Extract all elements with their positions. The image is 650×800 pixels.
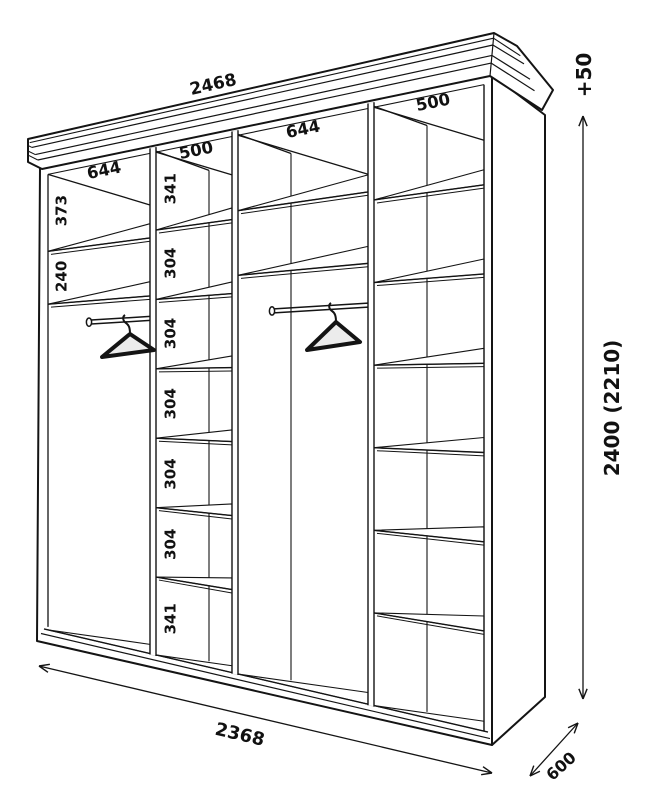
bottom-width-dimension-line-arrow (38, 665, 49, 673)
shelf-thickness-edge (240, 266, 369, 279)
hanging-rod (271, 306, 371, 314)
bottom-width-dimension-line (38, 665, 493, 774)
shelf-gap-label: 373 (52, 195, 70, 226)
height-dimension-line-arrow (578, 688, 584, 700)
shelf-front-edge (155, 292, 233, 301)
shelf-thickness-edge (240, 194, 369, 215)
ceiling-back-edge (47, 173, 151, 206)
shelf-thickness-edge (50, 240, 151, 255)
hanger-hook (328, 302, 337, 323)
shelf-front-edge (155, 218, 233, 231)
crown-extra-label: +50 (572, 53, 596, 98)
crown-step (492, 44, 525, 65)
depth-dimension-line-arrow (573, 722, 579, 734)
crown-return-step (27, 144, 33, 148)
shelf-front-edge (373, 529, 485, 543)
shelf-front-edge (373, 184, 485, 201)
hanger (305, 320, 362, 352)
bottom-width-label: 2368 (213, 719, 267, 751)
crown-molding (27, 32, 554, 170)
shelf-thickness-edge (50, 298, 151, 308)
shelf-front-edge (155, 437, 233, 443)
depth-label: 600 (542, 748, 580, 784)
rod-end-cap (268, 306, 276, 316)
shelf-front-edge (373, 273, 485, 284)
shelf-front-edge (373, 447, 485, 454)
bottom-width-dimension-line-arrow (38, 663, 50, 667)
crown-return-step (27, 150, 36, 156)
partition-top-edge (368, 103, 428, 127)
crown-step (35, 54, 493, 156)
hanging-rod (271, 302, 371, 310)
shelf-gap-label: 304 (161, 318, 179, 349)
partition-top-edge (150, 148, 210, 171)
crown-step (491, 54, 531, 80)
hanging-rod (88, 315, 153, 321)
partition-top-edge (232, 131, 292, 155)
crown-step (31, 44, 494, 148)
rod-end-cap (85, 317, 93, 328)
crown-step (29, 37, 494, 144)
shelf-front-edge (373, 612, 485, 632)
shelf-thickness-edge (376, 532, 485, 546)
shelf-thickness-edge (158, 579, 233, 594)
height-dimension-line-arrow (578, 115, 584, 127)
shelf-front-edge (155, 506, 233, 517)
hanging-rod (88, 319, 153, 325)
crown-return-step (27, 154, 39, 161)
ceiling-front-edge (237, 107, 369, 136)
shelf-front-edge (237, 191, 369, 212)
depth-dimension-line-arrow (529, 770, 541, 777)
crown-step (37, 62, 492, 161)
shelf-thickness-edge (376, 450, 485, 457)
shelf-thickness-edge (158, 510, 233, 520)
partition-front-mask (231, 130, 239, 676)
wardrobe-side-panel (491, 74, 546, 746)
shelf-front-edge (47, 295, 151, 305)
height-label: 2400 (2210) (600, 340, 624, 477)
shelf-thickness-edge (158, 296, 233, 303)
shelf-gap-label: 304 (161, 248, 179, 279)
ceiling-front-edge (47, 152, 151, 175)
shelf-gap-label: 341 (161, 173, 179, 204)
shelf-front-edge (155, 366, 233, 370)
depth-dimension-line-arrow (567, 722, 579, 729)
hanger-hook (122, 314, 131, 335)
plinth-edge (40, 632, 491, 740)
ceiling-front-edge (373, 84, 485, 108)
ceiling-front-edge (155, 135, 233, 153)
shelf-gap-label: 304 (161, 458, 179, 489)
shelf-gap-label: 304 (161, 388, 179, 419)
depth-dimension-line-arrow (529, 765, 535, 777)
shelf-front-edge (373, 362, 485, 366)
height-dimension-line-arrow (582, 115, 588, 127)
shelf-thickness-edge (376, 366, 485, 369)
crown-corner-edge (489, 32, 495, 77)
floor-front-edge (43, 628, 489, 733)
shelf-thickness-edge (158, 440, 233, 446)
shelf-thickness-edge (376, 276, 485, 287)
shelf-thickness-edge (158, 370, 233, 373)
partition-front-mask (367, 102, 375, 707)
shelf-gap-label: 304 (161, 529, 179, 560)
shelf-front-edge (237, 262, 369, 277)
partition-front-mask (149, 147, 157, 656)
crown-step (490, 62, 535, 92)
shelf-gap-label: 240 (52, 261, 70, 292)
shelf-front-edge (47, 237, 151, 253)
shelf-thickness-edge (376, 187, 485, 204)
depth-dimension-line (529, 722, 579, 777)
hanger (100, 332, 156, 359)
shelf-front-edge (155, 576, 233, 591)
bottom-width-dimension-line-arrow (481, 772, 493, 776)
shelf-thickness-edge (158, 222, 233, 234)
bottom-width-dimension-line-arrow (482, 766, 493, 774)
height-dimension-line-arrow (582, 688, 588, 700)
crown-step (493, 37, 521, 57)
shelf-thickness-edge (376, 615, 485, 635)
shelf-gap-label: 341 (161, 603, 179, 634)
